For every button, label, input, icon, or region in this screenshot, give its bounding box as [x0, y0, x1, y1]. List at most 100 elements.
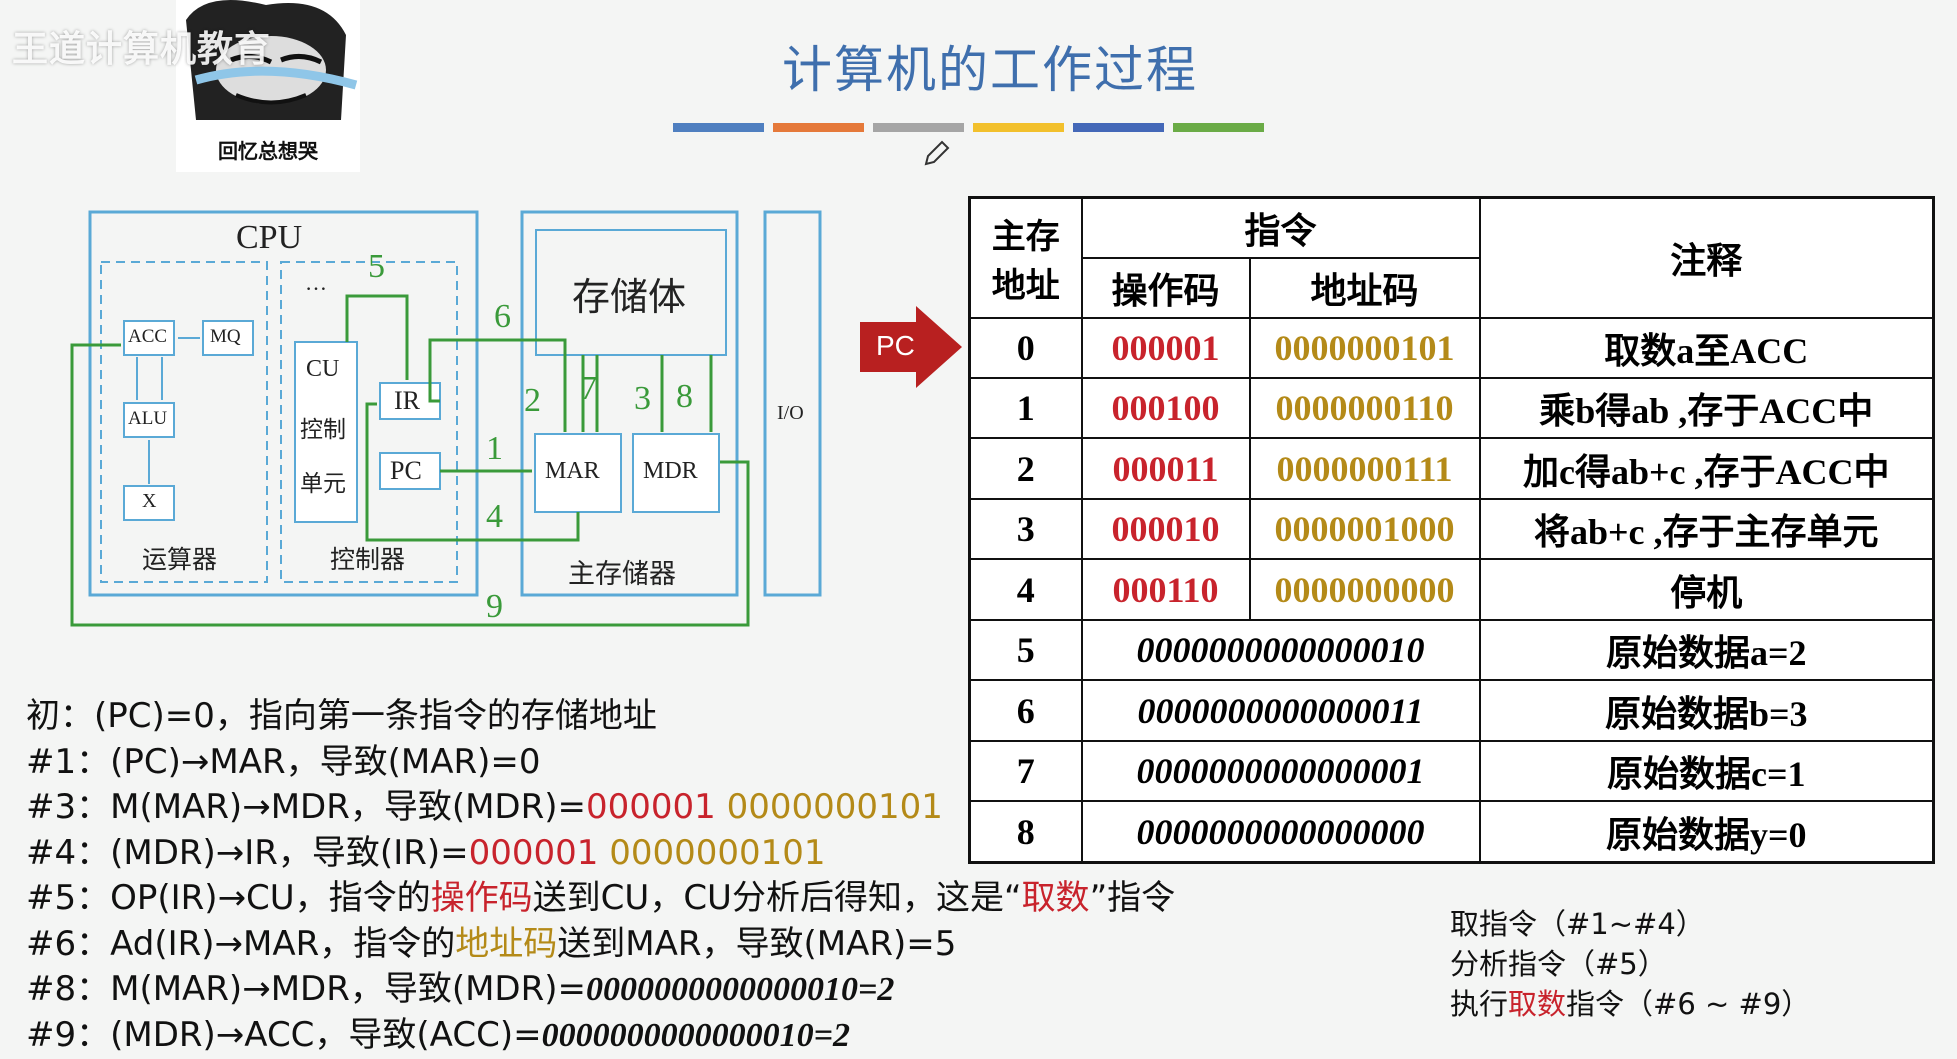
- table-row: 7 0000000000000001 原始数据c=1: [968, 739, 1935, 803]
- main-memory-label: 主存储器: [568, 559, 676, 589]
- step-3: #3：M(MAR)→MDR，导致(MDR)=000001 0000000101: [26, 787, 943, 827]
- row-address: 1: [968, 376, 1083, 440]
- row-note: 原始数据a=2: [1478, 618, 1935, 682]
- step-6: #6：Ad(IR)→MAR，指令的地址码送到MAR，导致(MAR)=5: [26, 923, 957, 964]
- cpu-label: CPU: [236, 219, 303, 256]
- phase-fetch: 取指令（#1~#4）: [1450, 907, 1705, 941]
- row-addrcode: 0000000000: [1248, 558, 1481, 621]
- row-note: 乘b得ab ,存于ACC中: [1478, 376, 1935, 440]
- table-row: 8 0000000000000000 原始数据y=0: [968, 800, 1935, 864]
- pc-pointer-label: PC: [876, 330, 915, 361]
- row-addrcode: 0000000101: [1248, 316, 1481, 379]
- step-4: #4：(MDR)→IR，导致(IR)=000001 0000000101: [26, 832, 826, 873]
- color-bar: [673, 123, 764, 132]
- row-address: 8: [968, 800, 1083, 864]
- storage-body-label: 存储体: [572, 277, 687, 319]
- pc-pointer-arrow: [860, 306, 962, 388]
- row-address: 6: [968, 679, 1083, 742]
- header-addrcode: 地址码: [1248, 256, 1481, 319]
- table-row: 4 000110 0000000000 停机: [968, 558, 1935, 621]
- row-data: 0000000000000001: [1080, 739, 1481, 803]
- control-group-label: 控制器: [330, 547, 406, 574]
- step-initial: 初：(PC)=0，指向第一条指令的存储地址: [26, 696, 657, 736]
- header-note: 注释: [1478, 196, 1935, 319]
- crying-face-icon: [186, 0, 358, 120]
- color-bar: [1073, 123, 1164, 132]
- color-bar: [973, 123, 1064, 132]
- row-opcode: 000010: [1080, 497, 1251, 561]
- mdr-register: MDR: [643, 458, 698, 484]
- step-number-4: 4: [486, 498, 503, 535]
- color-bar: [773, 123, 864, 132]
- header-address: 主存 地址: [968, 196, 1083, 319]
- table-row: 6 0000000000000011 原始数据b=3: [968, 679, 1935, 742]
- pc-register: PC: [390, 456, 422, 485]
- row-note: 原始数据b=3: [1478, 679, 1935, 742]
- row-data: 0000000000000010: [1080, 618, 1481, 682]
- row-address: 2: [968, 437, 1083, 500]
- row-address: 5: [968, 618, 1083, 682]
- step-number-5: 5: [368, 248, 385, 285]
- row-opcode: 000001: [1080, 316, 1251, 379]
- color-bar: [1173, 123, 1264, 132]
- row-addrcode: 0000000110: [1248, 376, 1481, 440]
- instruction-phases: 取指令（#1~#4） 分析指令（#5） 执行取数指令（#6 ~ #9）: [1450, 904, 1810, 1024]
- diagram-lines: [70, 210, 822, 627]
- header-opcode: 操作码: [1080, 256, 1251, 319]
- row-address: 7: [968, 739, 1083, 803]
- row-note: 加c得ab+c ,存于ACC中: [1478, 437, 1935, 500]
- cu-label-control: 控制: [300, 417, 346, 442]
- phase-analyze: 分析指令（#5）: [1450, 947, 1667, 981]
- step-number-7: 7: [580, 370, 597, 407]
- row-data: 0000000000000011: [1080, 679, 1481, 742]
- row-data: 0000000000000000: [1080, 800, 1481, 864]
- row-opcode: 000110: [1080, 558, 1251, 621]
- row-address: 0: [968, 316, 1083, 379]
- ir-register: IR: [394, 386, 420, 415]
- alu-unit: ALU: [128, 408, 168, 429]
- meme-image: 回忆总想哭: [176, 0, 360, 172]
- computer-structure-diagram: CPU ACC MQ ALU X 运算器 … CU 控制 单元 IR PC 控制…: [0, 0, 860, 660]
- step-9: #9：(MDR)→ACC，导致(ACC)=0000000000000010=2: [26, 1014, 850, 1055]
- row-address: 4: [968, 558, 1083, 621]
- cu-dots: …: [305, 270, 327, 295]
- row-note: 原始数据y=0: [1478, 800, 1935, 864]
- watermark-logo: 王道计算机教育: [12, 29, 272, 70]
- io-label: I/O: [777, 402, 804, 424]
- table-row: 3 000010 0000001000 将ab+c ,存于主存单元: [968, 497, 1935, 561]
- row-note: 取数a至ACC: [1478, 316, 1935, 379]
- meme-caption: 回忆总想哭: [218, 139, 318, 163]
- pen-cursor-icon: [924, 140, 950, 166]
- row-note: 原始数据c=1: [1478, 739, 1935, 803]
- acc-register: ACC: [128, 326, 168, 347]
- memory-instruction-table: 主存 地址 指令 注释 操作码 地址码 0 000001 0000000101 …: [968, 196, 1935, 864]
- step-number-6: 6: [494, 298, 511, 335]
- table-row: 1 000100 0000000110 乘b得ab ,存于ACC中: [968, 376, 1935, 440]
- step-number-9: 9: [486, 588, 503, 625]
- cu-label: CU: [306, 356, 340, 382]
- phase-execute: 执行取数指令（#6 ~ #9）: [1450, 987, 1811, 1021]
- row-note: 将ab+c ,存于主存单元: [1478, 497, 1935, 561]
- row-opcode: 000100: [1080, 376, 1251, 440]
- row-address: 3: [968, 497, 1083, 561]
- table-row: 5 0000000000000010 原始数据a=2: [968, 618, 1935, 682]
- header-instruction: 指令: [1080, 196, 1481, 259]
- alu-group-label: 运算器: [142, 547, 218, 574]
- step-5: #5：OP(IR)→CU，指令的操作码送到CU，CU分析后得知，这是“取数”指令: [26, 878, 1176, 918]
- row-addrcode: 0000000111: [1248, 437, 1481, 500]
- x-register: X: [142, 490, 157, 512]
- row-note: 停机: [1478, 558, 1935, 621]
- step-number-2: 2: [524, 382, 541, 419]
- row-addrcode: 0000001000: [1248, 497, 1481, 561]
- step-1: #1：(PC)→MAR，导致(MAR)=0: [26, 741, 541, 782]
- color-bar: [873, 123, 964, 132]
- step-number-3: 3: [634, 380, 651, 417]
- step-number-8: 8: [676, 378, 693, 415]
- execution-steps: 初：(PC)=0，指向第一条指令的存储地址 #1：(PC)→MAR，导致(MAR…: [26, 694, 1175, 1058]
- table-row: 2 000011 0000000111 加c得ab+c ,存于ACC中: [968, 437, 1935, 500]
- step-8: #8：M(MAR)→MDR，导致(MDR)=0000000000000010=2: [26, 969, 895, 1009]
- title-color-bars: [673, 123, 1264, 132]
- step-number-1: 1: [486, 430, 503, 467]
- mar-register: MAR: [545, 458, 600, 484]
- table-row: 0 000001 0000000101 取数a至ACC: [968, 316, 1935, 379]
